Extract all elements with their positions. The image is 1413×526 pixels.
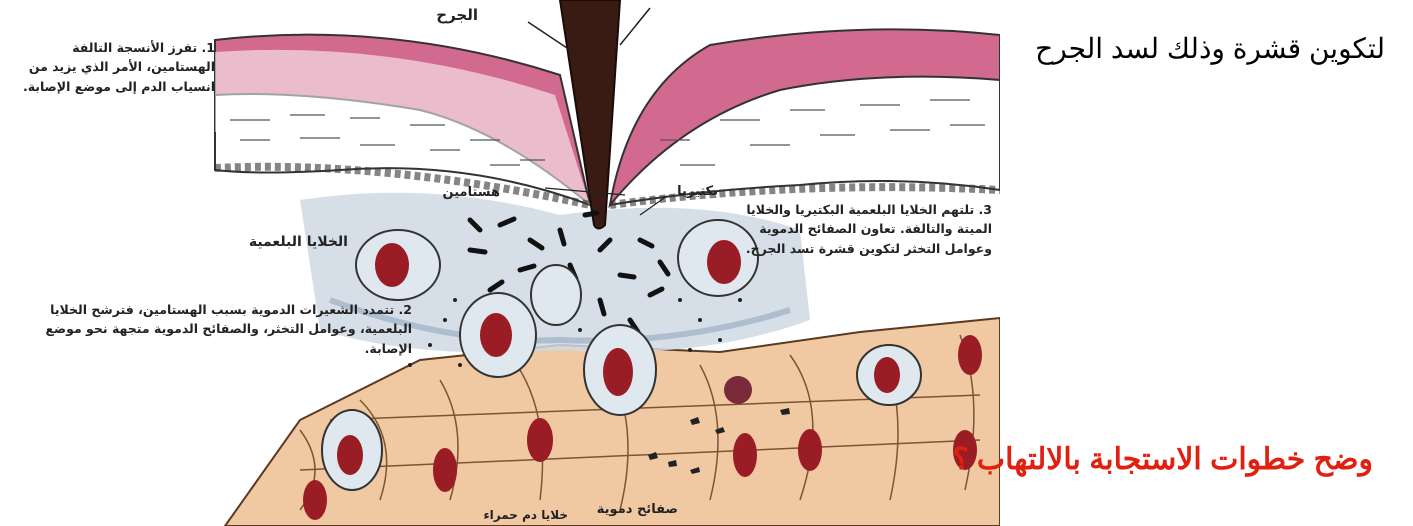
label-bacteria: بكتيريا	[658, 182, 718, 202]
label-platelets: صفائح دموية	[578, 500, 678, 520]
scab-caption: لتكوين قشرة وذلك لسد الجرح	[1035, 32, 1385, 65]
label-phagocytes: الخلايا البلعمية	[228, 232, 348, 254]
label-red-cells: خلايا دم حمراء	[458, 506, 568, 525]
step-3-text: 3. تلتهم الخلايا البلعمية البكتيريا والخ…	[742, 200, 992, 258]
label-wound: الجرح	[398, 4, 478, 27]
clot	[724, 376, 752, 404]
label-histamine: هستامين	[425, 183, 500, 203]
inflammation-diagram: الجرح هستامين بكتيريا الخلايا البلعمية ص…	[0, 0, 1000, 526]
step-1-text: 1. تفرز الأنسجة التالفة الهستامين، الأمر…	[10, 38, 215, 96]
question-text: وضح خطوات الاستجابة بالالتهاب ؟	[953, 442, 1373, 477]
step-2-text: 2. تتمدد الشعيرات الدموية بسبب الهستامين…	[2, 300, 412, 358]
